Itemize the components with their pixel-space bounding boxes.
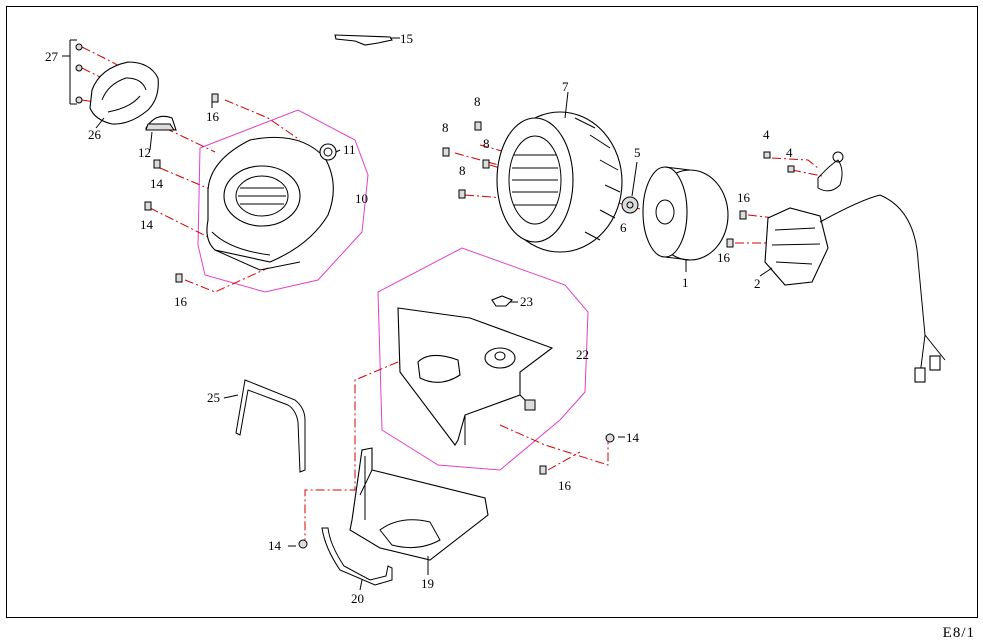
page-code: E8/1 bbox=[942, 625, 975, 641]
callout-16-shroud: 16 bbox=[558, 478, 572, 493]
callout-8-bottom: 8 bbox=[459, 163, 466, 178]
callout-4-left: 4 bbox=[763, 127, 770, 142]
part-20-strip bbox=[321, 527, 393, 586]
callout-14-bottom-left: 14 bbox=[268, 538, 282, 553]
part-25-seal-strip bbox=[235, 379, 306, 473]
screw-set-27 bbox=[69, 39, 83, 105]
part-12-cap bbox=[145, 115, 177, 131]
part-5-6-nut-washer bbox=[621, 196, 639, 214]
callout-12: 12 bbox=[138, 145, 151, 160]
callout-14-left-lower: 14 bbox=[140, 217, 154, 232]
part-10-fan-cover bbox=[206, 136, 334, 271]
callout-2: 2 bbox=[754, 276, 761, 291]
callout-20: 20 bbox=[351, 591, 364, 606]
callout-16-stator-lower: 16 bbox=[717, 250, 731, 265]
callout-15: 15 bbox=[400, 31, 413, 46]
group-outline-fan-cover bbox=[197, 109, 369, 293]
part-7-cooling-fan bbox=[496, 111, 623, 253]
part-1-flywheel bbox=[642, 166, 729, 261]
callout-27: 27 bbox=[45, 49, 59, 64]
part-22-shroud bbox=[397, 307, 554, 446]
part-19-lower-shroud bbox=[349, 447, 489, 561]
callout-14-shroud-right: 14 bbox=[626, 430, 640, 445]
callout-23: 23 bbox=[520, 294, 533, 309]
part-15-bracket bbox=[334, 34, 393, 46]
callout-25: 25 bbox=[207, 390, 220, 405]
callout-8-left: 8 bbox=[442, 120, 449, 135]
callout-1: 1 bbox=[682, 275, 689, 290]
callout-19: 19 bbox=[421, 576, 434, 591]
callout-5: 5 bbox=[634, 145, 641, 160]
callout-8-right: 8 bbox=[483, 136, 490, 151]
callout-10: 10 bbox=[355, 191, 368, 206]
part-26-cover bbox=[89, 61, 159, 125]
callout-labels: 15 27 26 12 16 11 14 14 10 16 7 8 8 8 8 … bbox=[45, 31, 793, 606]
callout-leaders bbox=[62, 37, 773, 591]
callout-22: 22 bbox=[576, 347, 589, 362]
callout-16-fan-cover-top: 16 bbox=[206, 109, 220, 124]
callout-16-stator-upper: 16 bbox=[737, 190, 751, 205]
part-23-clip bbox=[491, 295, 513, 307]
callout-6: 6 bbox=[620, 220, 627, 235]
callout-4-right: 4 bbox=[786, 145, 793, 160]
part-11-bushing bbox=[319, 143, 337, 161]
callout-7: 7 bbox=[562, 79, 569, 94]
callout-14-left-upper: 14 bbox=[150, 176, 164, 191]
callout-11: 11 bbox=[343, 142, 356, 157]
group-outline-shroud bbox=[377, 247, 589, 471]
callout-8-top: 8 bbox=[474, 94, 481, 109]
callout-26: 26 bbox=[88, 127, 102, 142]
part-2-stator bbox=[764, 151, 946, 383]
drawing-frame bbox=[6, 6, 978, 618]
bolts bbox=[144, 93, 795, 549]
callout-16-fan-cover-bottom: 16 bbox=[174, 294, 188, 309]
